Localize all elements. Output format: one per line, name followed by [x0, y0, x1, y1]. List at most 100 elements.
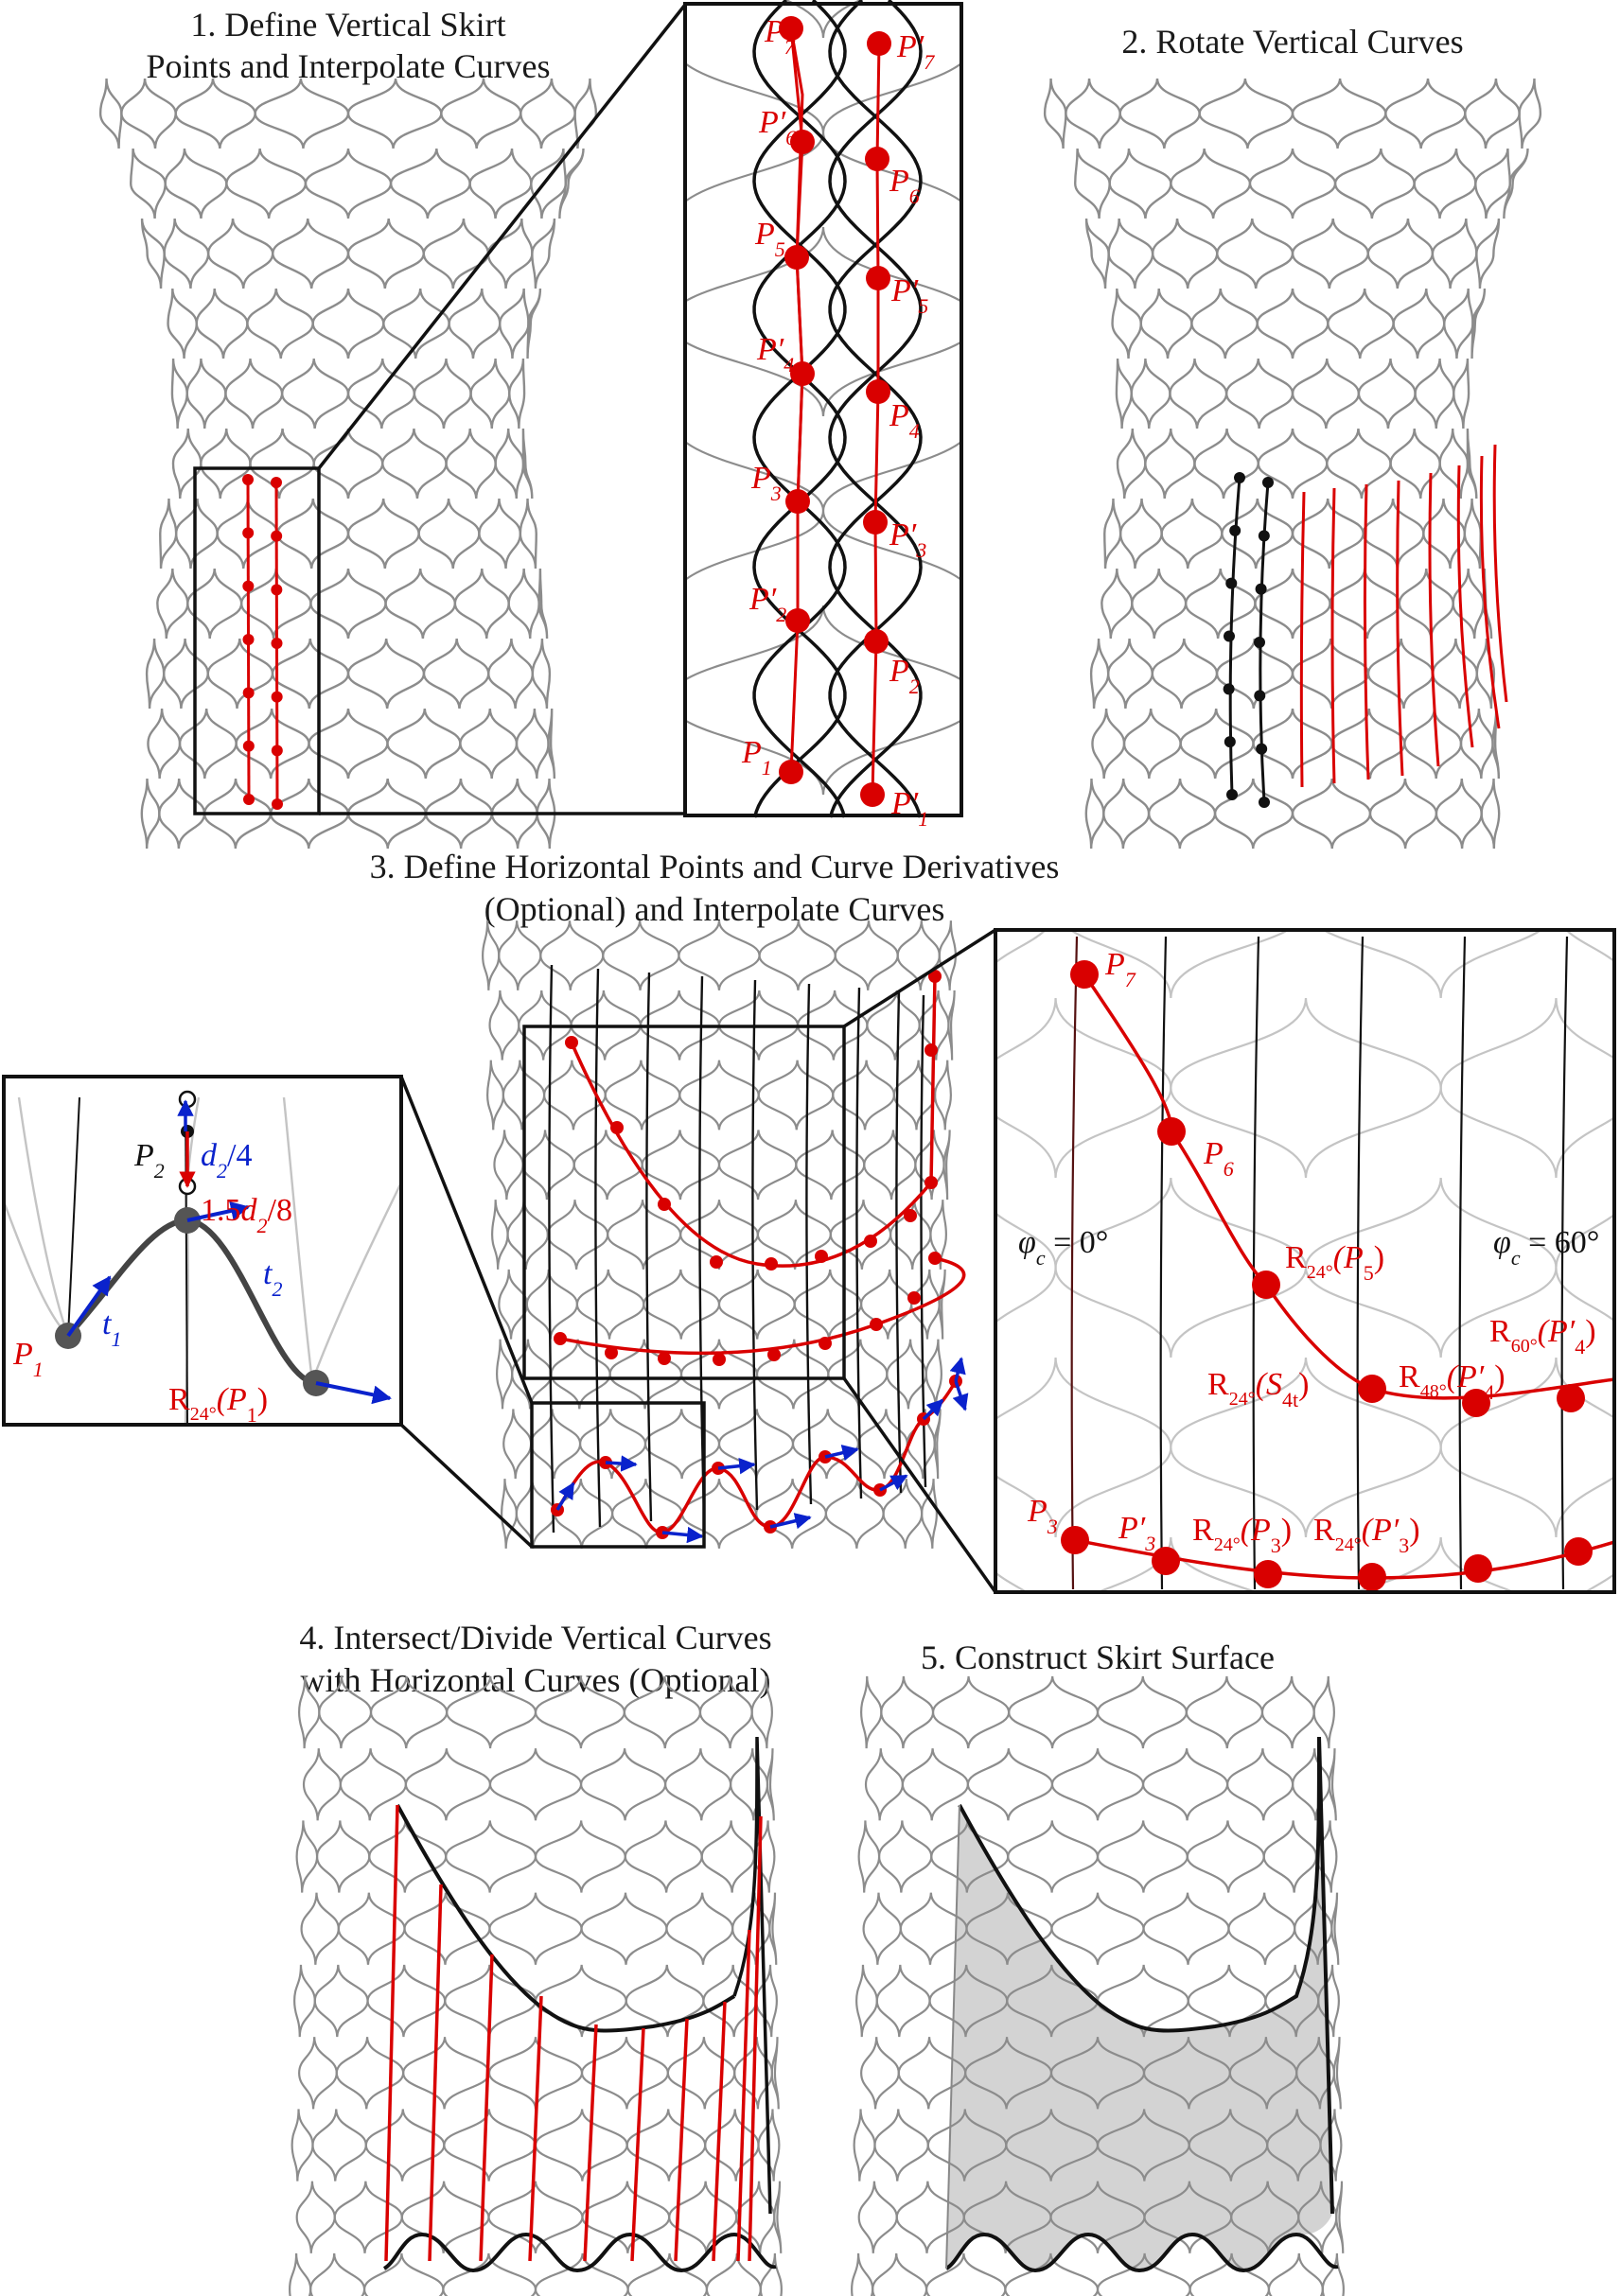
mesh-strut [511, 227, 670, 416]
label-zr-r24-s4t: R [1207, 1367, 1229, 1402]
mesh-strut [531, 638, 552, 710]
mesh-strut [346, 498, 420, 570]
step3-vertical-lines [548, 964, 927, 1534]
mesh-strut [333, 2181, 403, 2254]
label-zl-p2: P [133, 1138, 154, 1173]
label-p1prime: P′ [890, 786, 919, 821]
mesh-strut [1453, 358, 1470, 429]
mesh-strut [1103, 498, 1122, 570]
mesh-strut [1216, 218, 1294, 289]
label-phi-0: φ [1018, 1225, 1036, 1260]
control-point [1234, 472, 1245, 483]
control-point [1564, 1537, 1593, 1566]
mesh-strut [486, 218, 534, 289]
mesh-strut [793, 1269, 863, 1340]
mesh-strut [851, 2252, 874, 2296]
mesh-strut [579, 1747, 667, 1821]
control-point [784, 245, 809, 270]
mesh-strut [1139, 288, 1193, 359]
skirt-surface-fill [946, 1737, 1332, 2270]
mesh-strut [1007, 1820, 1100, 1893]
control-point [658, 1198, 671, 1211]
mesh-strut [1118, 498, 1163, 570]
mesh-strut [417, 498, 481, 570]
mesh-strut [448, 288, 502, 359]
mesh-strut [886, 1339, 927, 1410]
mesh-strut [224, 358, 284, 429]
derivative-arrow [824, 1445, 859, 1462]
mesh-strut [1291, 78, 1387, 149]
mesh-strut [1169, 358, 1228, 429]
mesh-strut [942, 1130, 951, 1201]
mesh-strut [1084, 218, 1110, 289]
tangent-arrow-t1 [66, 1275, 112, 1338]
mesh-strut [498, 920, 542, 990]
label-p4: P [889, 398, 909, 433]
control-point [1254, 1560, 1282, 1588]
mesh-strut [539, 920, 605, 991]
step2-stent-mesh [1043, 78, 1542, 850]
mesh-strut [167, 288, 198, 359]
svg-text:P′5: P′5 [890, 273, 928, 318]
mesh-strut [1291, 778, 1372, 850]
svg-text:P4: P4 [889, 398, 920, 443]
control-point [271, 638, 283, 649]
control-point [866, 266, 890, 290]
vertical-line [1252, 936, 1260, 1590]
mesh-strut [947, 990, 956, 1060]
label-zr-p7: P [1104, 947, 1125, 982]
mesh-strut [933, 1409, 942, 1480]
mesh-strut [921, 1479, 938, 1549]
control-point [1252, 1271, 1280, 1299]
mesh-strut [1090, 38, 1136, 227]
mesh-strut [488, 1892, 583, 1966]
mesh-strut [556, 795, 823, 984]
divided-vertical-curve [736, 1929, 751, 2262]
control-point [1061, 1526, 1089, 1554]
step5-title: 5. Construct Skirt Surface [921, 1639, 1275, 1676]
step5-stent-mesh [851, 1675, 1345, 2296]
mesh-strut [821, 61, 961, 203]
mesh-strut [403, 1892, 491, 1966]
control-point [271, 477, 282, 488]
mesh-strut [966, 1747, 1054, 1821]
derivative-arrow [555, 1481, 575, 1511]
horizontal-curve-upper [570, 975, 937, 1268]
label-p3prime: P′ [889, 517, 917, 552]
control-point [907, 1291, 921, 1305]
mesh-strut [309, 2252, 366, 2296]
label-zr-r24-p3: R [1192, 1513, 1214, 1548]
control-point [1258, 530, 1270, 542]
skirt-top-edge [958, 1736, 1334, 2215]
control-point [785, 608, 810, 633]
control-point [565, 1036, 578, 1049]
mesh-strut [821, 440, 961, 582]
horizontal-curve-middle [559, 1256, 966, 1356]
mesh-strut [272, 218, 350, 289]
mesh-strut [1332, 2037, 1342, 2110]
control-point [658, 1352, 671, 1365]
svg-text:P6: P6 [889, 164, 920, 208]
step2-title: 2. Rotate Vertical Curves [1121, 23, 1463, 61]
mesh-strut [200, 428, 252, 500]
mesh-strut [384, 568, 457, 640]
mesh-strut [1439, 997, 1614, 1179]
control-point [765, 1257, 778, 1271]
label-p5: P [754, 217, 775, 252]
step5-outline [944, 1736, 1339, 2273]
mesh-strut [717, 1130, 798, 1201]
svg-text:t2: t2 [263, 1256, 282, 1301]
control-point [1226, 789, 1238, 800]
mesh-strut [413, 358, 472, 429]
vertical-line [895, 990, 903, 1494]
mesh-strut [478, 498, 522, 570]
mesh-strut [174, 78, 256, 149]
svg-text:t1: t1 [102, 1306, 121, 1351]
mesh-strut [1170, 148, 1252, 219]
mesh-strut [862, 1892, 902, 1965]
mesh-strut [508, 358, 526, 429]
label-phi-60: φ [1493, 1225, 1511, 1260]
mesh-strut [546, 1199, 609, 1271]
step3-zoom-box-lower [530, 1401, 706, 1549]
mesh-strut [159, 498, 178, 570]
